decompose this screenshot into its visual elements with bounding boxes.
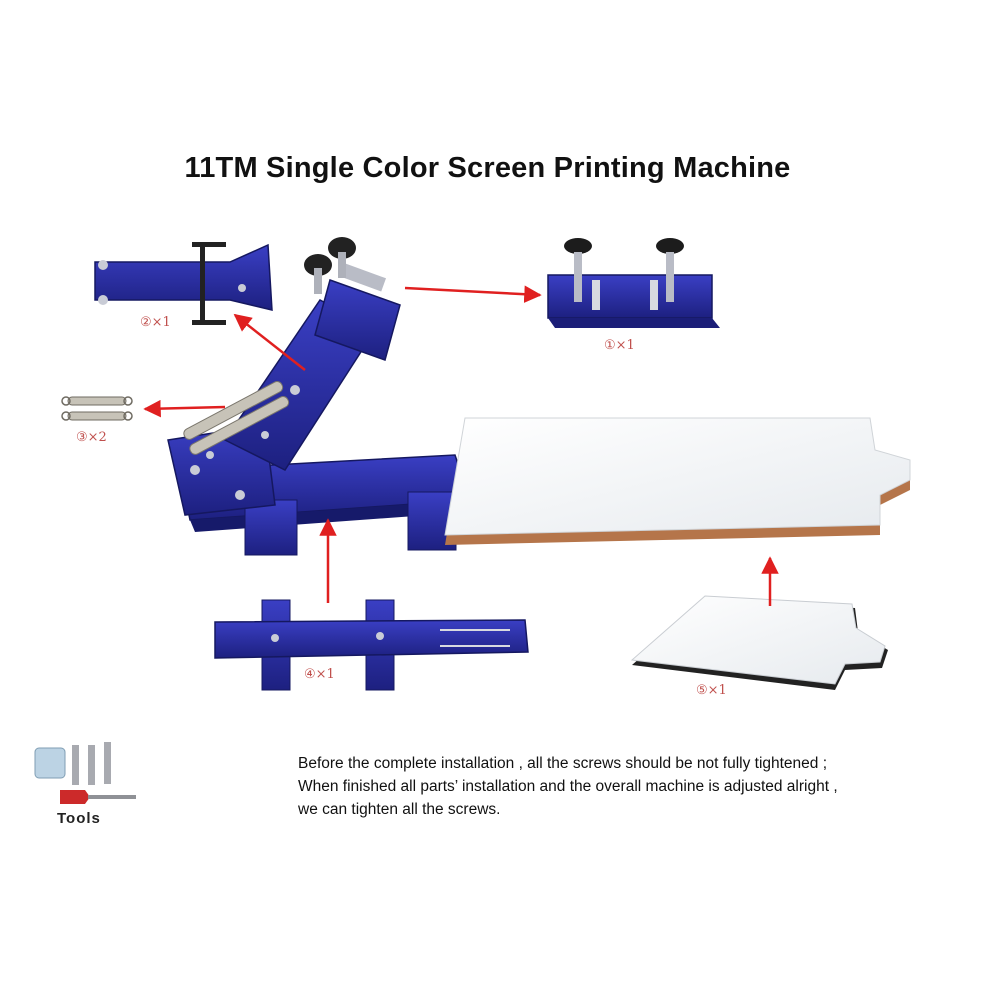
part-pallet-board (630, 595, 888, 690)
tools-label: Tools (57, 810, 101, 827)
arrow-clamp (404, 285, 542, 303)
part-label-clamp: ①×1 (604, 338, 635, 353)
machine-assembly (167, 237, 911, 556)
arrow-springs (143, 399, 226, 418)
machine-springs (183, 381, 290, 455)
installation-note: Before the complete installation , all t… (298, 752, 988, 821)
page-title: 11TM Single Color Screen Printing Machin… (184, 152, 791, 184)
note-line-1: Before the complete installation , all t… (298, 755, 828, 772)
part-pallet-arm (214, 599, 529, 691)
arrow-hinge-bracket (233, 313, 306, 371)
part-label-pallet-arm: ④×1 (304, 667, 335, 682)
machine-platen (444, 417, 911, 545)
part-clamp (547, 238, 720, 328)
arrows (143, 285, 779, 606)
tools-icon (34, 742, 136, 804)
part-springs (61, 396, 133, 421)
part-hinge-bracket (94, 242, 273, 325)
note-line-2: When finished all parts’ installation an… (298, 778, 838, 795)
part-label-hinge-bracket: ②×1 (140, 315, 171, 330)
part-label-pallet-board: ⑤×1 (696, 683, 727, 698)
part-label-springs: ③×2 (76, 430, 107, 445)
note-line-3: we can tighten all the screws. (298, 801, 501, 818)
